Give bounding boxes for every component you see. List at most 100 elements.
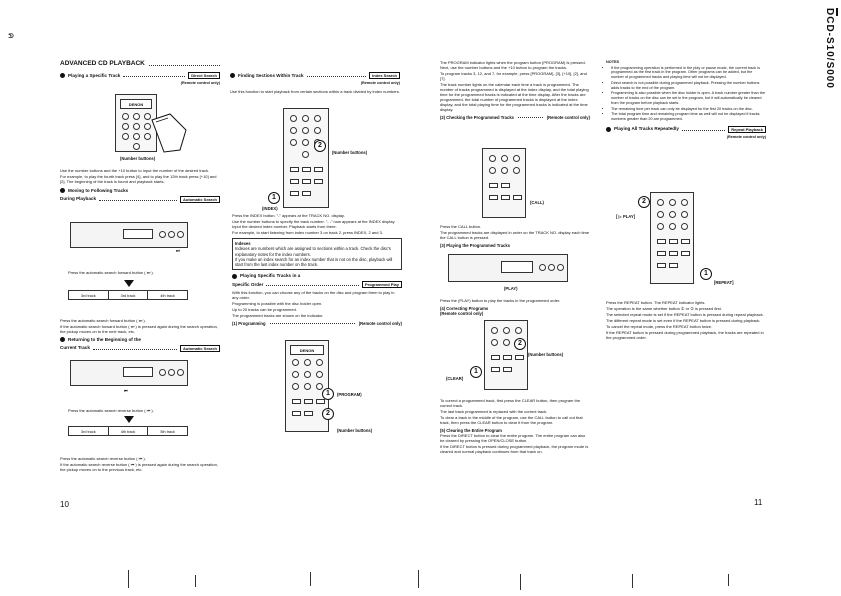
side-title: DCD-S10/S000 xyxy=(824,8,835,89)
section-1-title: Playing a Specific Track xyxy=(68,72,121,78)
index-label: (INDEX) xyxy=(262,206,278,211)
callout-1-icon: 1 xyxy=(268,192,280,204)
remote-only-note: (Remote control only) xyxy=(726,134,766,139)
notes-box: NOTES If the programming operation is pe… xyxy=(606,60,766,122)
page-number-left: 10 xyxy=(60,500,69,509)
number-buttons-label: (Number buttons) xyxy=(528,352,564,357)
section-2-text: Press the automatic search forward butto… xyxy=(60,318,220,354)
section-1-tag: Direct Search xyxy=(188,72,220,80)
section-4-title: Finding Sections Within Track xyxy=(238,72,304,78)
main-heading-row: ADVANCED CD PLAYBACK xyxy=(60,60,220,68)
track-bar-1: 3rd track 3rd track 4th track xyxy=(68,290,188,300)
notes-title: NOTES xyxy=(606,60,620,64)
scan-mark xyxy=(128,570,129,588)
section-3-title: Returning to the Beginning of the xyxy=(68,337,141,342)
side-bar-mark xyxy=(836,8,838,16)
track-bar-2: 3rd track 4th track 5th track xyxy=(68,426,188,436)
number-buttons-label: (Number buttons) xyxy=(337,428,373,433)
clear-text: To correct a programmed track, first pre… xyxy=(440,398,589,455)
section-4-steps: Press the INDEX button. "-" appears at t… xyxy=(232,213,402,326)
section-2-title-row: Moving to Following Tracks xyxy=(60,188,220,194)
section-5-tag: Programmed Play xyxy=(361,280,402,288)
section-2-tag: Automatic Search xyxy=(179,195,220,203)
call-text: Press the CALL button. The programmed tr… xyxy=(440,224,590,248)
hand-pointer-icon xyxy=(151,113,187,153)
play-label: (PLAY) xyxy=(504,286,518,291)
section-3-title-row: Returning to the Beginning of the xyxy=(60,337,220,343)
section-7-title-row: Playing All Tracks Repeatedly Repeat Pla… xyxy=(606,125,766,133)
remote-only-note: (Remote control only) xyxy=(180,81,220,86)
bullet-icon xyxy=(60,73,65,79)
skip-back-icon: ⏮ xyxy=(124,388,128,393)
step-1-title: (1) Programming xyxy=(232,320,266,326)
cd-player-illustration-2 xyxy=(70,360,188,386)
section-7-tag: Repeat Playback xyxy=(728,125,766,133)
step-5-title: (5) Clearing the Entire Program xyxy=(440,428,502,433)
callout-2-icon: 2 xyxy=(638,196,650,208)
number-buttons-label: (Number buttons) xyxy=(332,150,368,155)
scan-mark xyxy=(520,574,521,590)
program-label: (PROGRAM) xyxy=(337,392,362,397)
section-5-title-row: Playing Specific Tracks in a xyxy=(232,273,402,279)
bullet-icon xyxy=(60,188,65,194)
number-buttons-label: (Number buttons) xyxy=(120,156,156,161)
arrow-down-icon xyxy=(124,280,134,287)
bullet-icon xyxy=(60,337,65,343)
section-5-title: Playing Specific Tracks in a xyxy=(240,273,301,279)
callout-2-icon: 2 xyxy=(514,338,526,350)
section-2-title: Moving to Following Tracks xyxy=(68,188,129,193)
section-3-subtitle: Current Track xyxy=(60,345,90,351)
section-7-text: Press the REPEAT button. The REPEAT indi… xyxy=(606,300,764,340)
section-3-text: Press the automatic search reverse butto… xyxy=(60,456,218,472)
step-3-title: (3) Playing the Programmed Tracks xyxy=(440,243,511,248)
section-3-press-caption: Press the automatic search reverse butto… xyxy=(68,408,154,413)
callout-1-icon: 1 xyxy=(470,366,482,378)
clear-label: (CLEAR) xyxy=(446,376,464,381)
skip-forward-icon: ⏭ xyxy=(176,248,180,253)
section-4-tag: Index Search xyxy=(369,72,400,79)
cd-player-illustration-3 xyxy=(448,254,568,282)
scan-mark xyxy=(195,575,196,587)
corner-mark: ค xyxy=(6,32,17,39)
play-indicator-label: [ ▷ PLAY] xyxy=(616,214,636,219)
scan-mark xyxy=(310,572,311,586)
scan-mark xyxy=(418,570,419,588)
section-2-press-caption: Press the automatic search forward butto… xyxy=(68,270,154,275)
column-3: The PROGRAM indicator lights when the pr… xyxy=(440,60,590,120)
remote-only-note: (Remote control only) xyxy=(360,81,400,85)
scan-mark xyxy=(728,574,729,586)
section-7-title: Playing All Tracks Repeatedly xyxy=(614,126,679,132)
callout-1-icon: 1 xyxy=(322,388,334,400)
page-number-right: 11 xyxy=(754,498,763,507)
callout-1-icon: 1 xyxy=(700,268,712,280)
callout-2-icon: 2 xyxy=(314,140,326,152)
call-label: (CALL) xyxy=(530,200,544,205)
cd-player-illustration-1 xyxy=(70,222,188,248)
section-3-tag: Automatic Search xyxy=(179,344,220,352)
bullet-icon xyxy=(606,126,611,132)
section-1-title-row: Playing a Specific Track Direct Search xyxy=(60,72,220,80)
section-2-subtitle: During Playback xyxy=(60,196,96,202)
play-text: Press the (PLAY) button to play the trac… xyxy=(440,298,590,317)
step-4-title: (4) Correcting Programs xyxy=(440,306,489,311)
bullet-icon xyxy=(232,273,237,279)
remote-illustration-4 xyxy=(482,148,526,218)
remote-illustration-6 xyxy=(650,192,694,284)
section-1-text: Use the number buttons and the +10 butto… xyxy=(60,168,220,205)
main-heading: ADVANCED CD PLAYBACK xyxy=(60,60,145,67)
arrow-down-icon xyxy=(124,416,134,423)
column-2: Finding Sections Within Track Index Sear… xyxy=(230,72,400,94)
repeat-label: [REPEAT] xyxy=(714,280,734,285)
step-2-title: (2) Checking the Programmed Tracks xyxy=(440,115,515,120)
callout-2-icon: 2 xyxy=(322,408,334,420)
remote-illustration-3: DENON xyxy=(285,340,329,432)
indexes-box: Indexes Indexes are numbers which are as… xyxy=(232,238,402,271)
remote-illustration-5 xyxy=(484,320,528,390)
column-4: NOTES If the programming operation is pe… xyxy=(606,60,766,143)
scan-mark xyxy=(632,574,633,588)
section-4-title-row: Finding Sections Within Track Index Sear… xyxy=(230,72,400,79)
remote-display: DENON xyxy=(120,99,152,109)
bullet-icon xyxy=(230,73,235,78)
remote-illustration-2 xyxy=(283,108,329,208)
column-1: ADVANCED CD PLAYBACK Playing a Specific … xyxy=(60,60,220,89)
